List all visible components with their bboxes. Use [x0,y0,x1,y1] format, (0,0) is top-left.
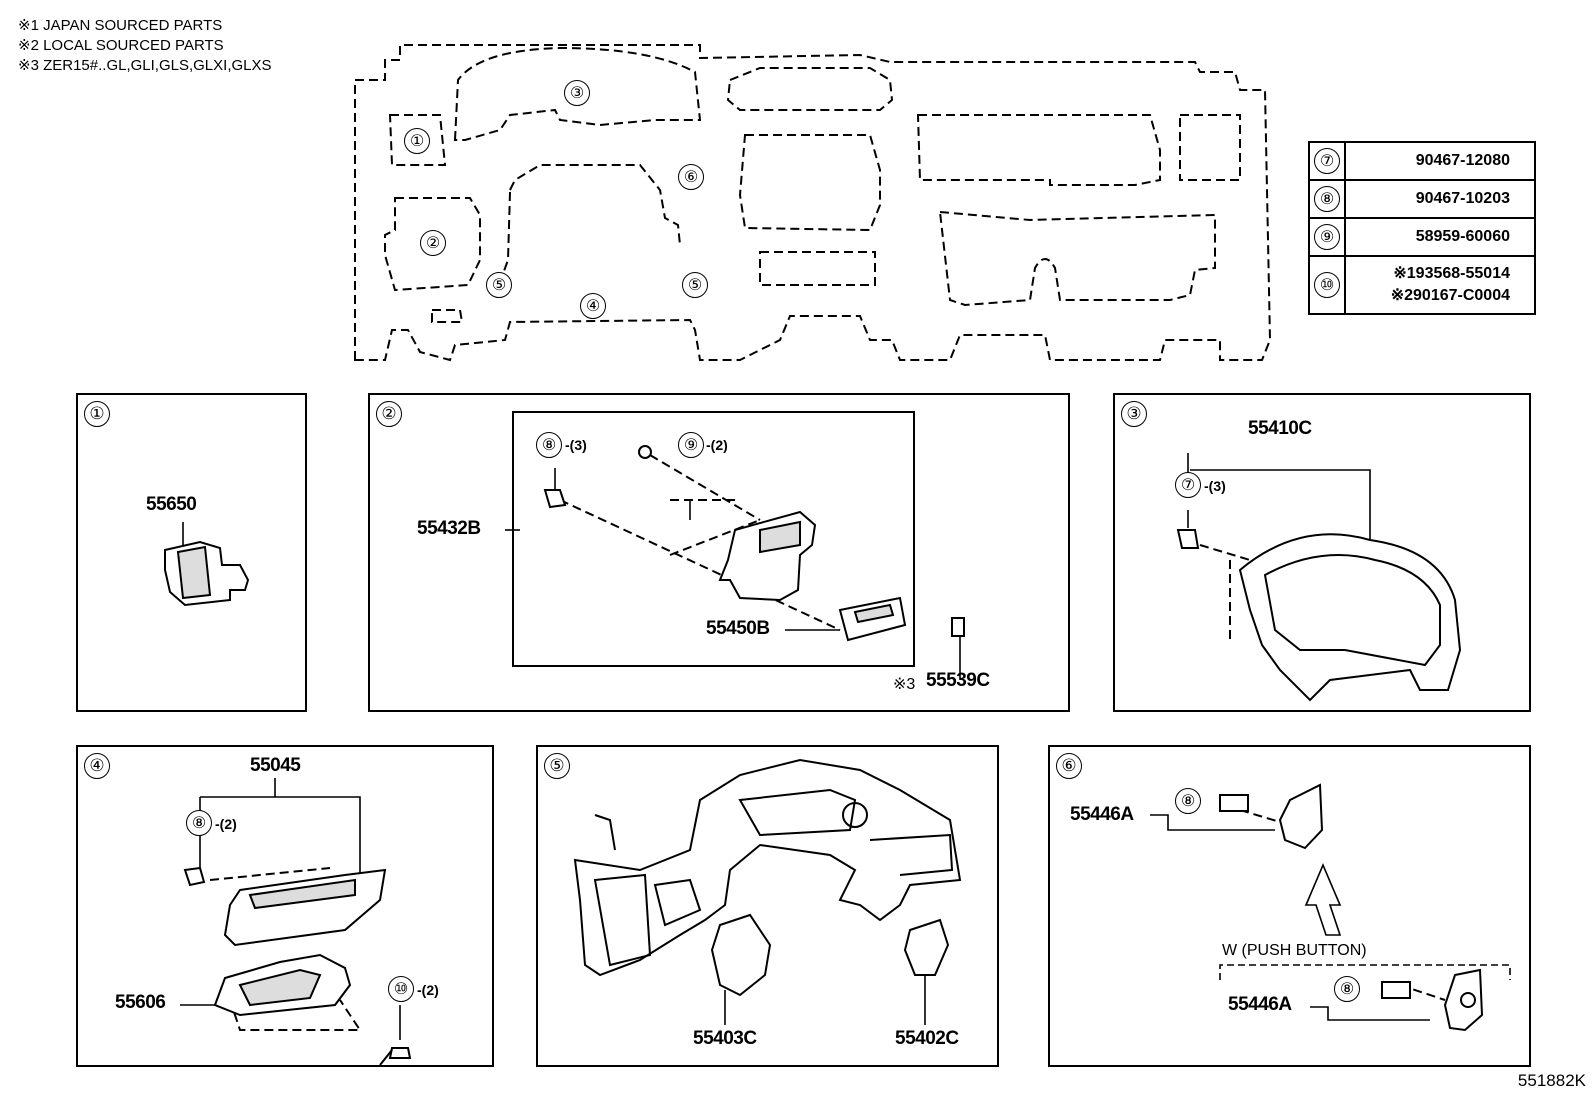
overview-callout-3[interactable]: ③ [564,80,590,106]
part-55432b[interactable]: 55432B [417,518,481,539]
panel-6: ⑥ [1048,745,1531,1067]
part-55450b[interactable]: 55450B [706,618,770,639]
panel-2-note-mark: ※3 [893,676,916,693]
ref-num-8: ⑧ [1314,186,1340,212]
panel-4-number: ④ [84,753,110,779]
note-1: ※1 JAPAN SOURCED PARTS [18,17,223,34]
overview-callout-6[interactable]: ⑥ [678,164,704,190]
part-55045[interactable]: 55045 [250,755,301,776]
ref-value-7: 90467-12080 [1344,141,1536,181]
note-2: ※2 LOCAL SOURCED PARTS [18,37,224,54]
panel-5-number: ⑤ [544,753,570,779]
ref-num-9: ⑨ [1314,224,1340,250]
panel-3-qty-7: -(3) [1204,478,1226,494]
panel-6-callout-8b[interactable]: ⑧ [1334,976,1360,1002]
part-55410c[interactable]: 55410C [1248,418,1312,439]
panel-4-qty-10: -(2) [417,982,439,998]
panel-1: ① [76,393,307,712]
part-55539c[interactable]: 55539C [926,670,990,691]
overview-callout-5a[interactable]: ⑤ [486,272,512,298]
overview-callout-2[interactable]: ② [420,230,446,256]
ref-value-10-line2: ※290167-C0004 [1390,287,1510,304]
ref-value-9: 58959-60060 [1344,217,1536,257]
panel-2-subassembly-box [512,411,915,667]
notes: ※1 JAPAN SOURCED PARTS ※2 LOCAL SOURCED … [18,16,272,76]
panel-2-qty-9: -(2) [706,437,728,453]
panel-3-number: ③ [1121,401,1147,427]
ref-value-10-line1: ※193568-55014 [1393,265,1510,282]
panel-2: ② [368,393,1070,712]
part-number-table: ⑦ 90467-12080 ⑧ 90467-10203 ⑨ 58959-6006… [1308,141,1536,315]
part-55403c[interactable]: 55403C [693,1028,757,1049]
ref-row-7: ⑦ 90467-12080 [1308,141,1536,181]
panel-1-number: ① [84,401,110,427]
panel-2-qty-8: -(3) [565,437,587,453]
ref-num-10: ⑩ [1314,272,1340,298]
panel-6-variant-label: W (PUSH BUTTON) [1222,942,1367,959]
ref-row-9: ⑨ 58959-60060 [1308,217,1536,257]
part-55606[interactable]: 55606 [115,992,166,1013]
part-55446a-standard[interactable]: 55446A [1070,804,1134,825]
part-55446a-push-button[interactable]: 55446A [1228,994,1292,1015]
overview-callout-5b[interactable]: ⑤ [682,272,708,298]
ref-row-10: ⑩ ※193568-55014 ※290167-C0004 [1308,255,1536,315]
panel-4-callout-8[interactable]: ⑧ [186,810,212,836]
overview-callout-1[interactable]: ① [404,128,430,154]
panel-3: ③ [1113,393,1531,712]
ref-value-8: 90467-10203 [1344,179,1536,219]
diagram-code: 551882K [1517,1071,1586,1090]
panel-3-callout-7[interactable]: ⑦ [1175,472,1201,498]
panel-4-callout-10[interactable]: ⑩ [388,976,414,1002]
panel-4: ④ [76,745,494,1067]
ref-row-8: ⑧ 90467-10203 [1308,179,1536,219]
dashboard-outline [354,44,1272,362]
part-55650[interactable]: 55650 [146,494,197,515]
panel-2-callout-8[interactable]: ⑧ [536,432,562,458]
ref-value-10: ※193568-55014 ※290167-C0004 [1344,255,1536,315]
part-55402c[interactable]: 55402C [895,1028,959,1049]
panel-6-callout-8a[interactable]: ⑧ [1175,788,1201,814]
panel-6-number: ⑥ [1056,753,1082,779]
panel-5: ⑤ [536,745,999,1067]
panel-4-qty-8: -(2) [215,816,237,832]
overview-callout-4[interactable]: ④ [580,293,606,319]
note-3: ※3 ZER15#..GL,GLI,GLS,GLXI,GLXS [18,57,272,74]
panel-2-callout-9[interactable]: ⑨ [678,432,704,458]
ref-num-7: ⑦ [1314,148,1340,174]
panel-2-number: ② [376,401,402,427]
